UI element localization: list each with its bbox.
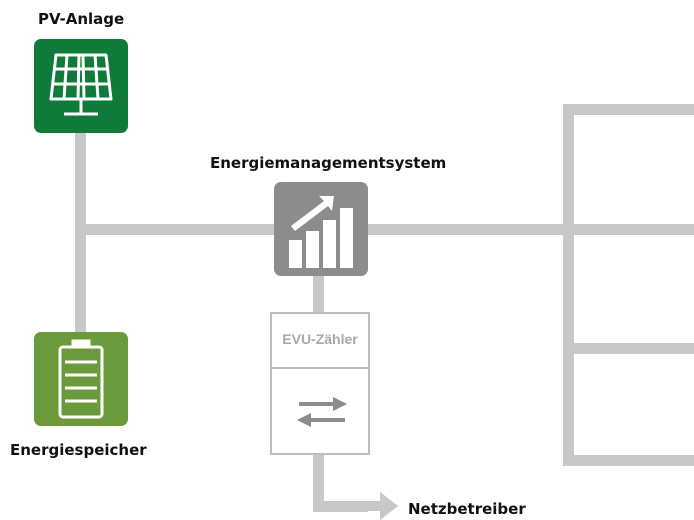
- bidirectional-arrows-icon: [297, 397, 347, 427]
- arrow-right-icon: [362, 492, 398, 520]
- solar-panel-icon: [49, 53, 113, 116]
- consumer-frame-top: [563, 104, 694, 115]
- battery-icon: [58, 339, 104, 419]
- meter-to-grid-line-vertical: [313, 452, 324, 512]
- main-horizontal-line: [75, 224, 694, 235]
- meter-label: EVU-Zähler: [282, 331, 358, 347]
- rising-bar-chart-icon: [289, 196, 353, 268]
- storage-tile: [34, 332, 128, 426]
- ems-tile: [274, 182, 368, 276]
- grid-label: Netzbetreiber: [408, 500, 526, 518]
- pv-tile: [34, 39, 128, 133]
- meter-to-grid-line-horizontal: [313, 501, 368, 512]
- consumer-frame-bottom: [563, 455, 694, 466]
- consumer-frame-vertical: [563, 104, 574, 466]
- consumer-frame-middle: [563, 343, 694, 354]
- pv-label: PV-Anlage: [38, 10, 125, 28]
- pv-vertical-line: [75, 128, 86, 343]
- storage-label: Energiespeicher: [10, 441, 147, 459]
- meter-label-box: EVU-Zähler: [270, 312, 370, 369]
- ems-to-meter-line: [313, 270, 324, 315]
- meter-display-box: [270, 367, 370, 455]
- ems-label: Energiemanagementsystem: [210, 154, 447, 172]
